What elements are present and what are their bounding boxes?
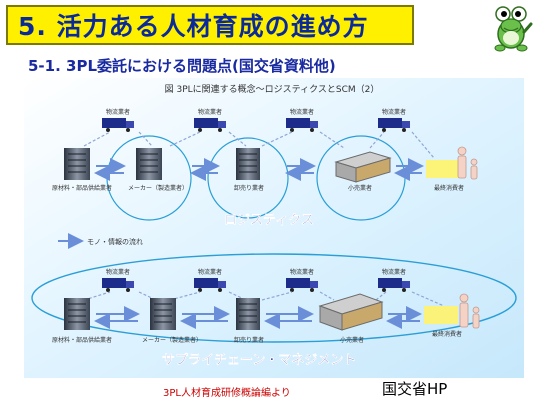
section-subtitle: 5-1. 3PL委託における問題点(国交省資料他) bbox=[28, 57, 336, 75]
wholesaler-label: 卸売り業者 bbox=[234, 336, 264, 344]
retailer-store-bottom bbox=[318, 293, 384, 331]
truck-icons-bottom bbox=[102, 278, 410, 292]
source-label: 国交省HP bbox=[382, 380, 448, 398]
supplier-label: 原材料・部品供給業者 bbox=[52, 184, 112, 192]
logistics-scm-diagram: 図 3PLに関連する概念～ロジスティクスとSCM（2） bbox=[24, 78, 524, 378]
wholesaler-label: 卸売り業者 bbox=[234, 184, 264, 192]
carrier-label: 物流業者 bbox=[290, 268, 314, 276]
wholesaler-building-bottom bbox=[236, 298, 260, 330]
consumer-glow-top bbox=[426, 160, 462, 178]
supplier-building-top bbox=[64, 148, 90, 180]
supplier-label: 原材料・部品供給業者 bbox=[52, 336, 112, 344]
consumer-glow-bottom bbox=[424, 306, 458, 324]
carrier-label: 物流業者 bbox=[382, 268, 406, 276]
maker-label: メーカー（製造業者） bbox=[128, 184, 188, 192]
carrier-label: 物流業者 bbox=[198, 268, 222, 276]
wholesaler-building-top bbox=[236, 148, 260, 180]
legend-label: モノ・情報の流れ bbox=[87, 237, 143, 246]
consumer-label: 最終消費者 bbox=[434, 184, 464, 192]
carrier-label: 物流業者 bbox=[290, 108, 314, 116]
maker-label: メーカー（製造業者） bbox=[142, 336, 202, 344]
page-title: 5. 活力ある人材育成の進め方 bbox=[18, 12, 369, 41]
truck-icons-top bbox=[102, 118, 410, 132]
legend: モノ・情報の流れ bbox=[58, 233, 143, 249]
caption: 3PL人材育成研修概論編より bbox=[163, 388, 291, 399]
carrier-label: 物流業者 bbox=[106, 268, 130, 276]
retailer-label: 小売業者 bbox=[340, 336, 364, 344]
family-icon-bottom bbox=[459, 293, 480, 329]
family-icon-top bbox=[457, 146, 478, 180]
carrier-label: 物流業者 bbox=[106, 108, 130, 116]
scm-label: サプライチェーン・マネジメント bbox=[162, 353, 356, 368]
maker-building-bottom bbox=[150, 298, 176, 330]
retailer-label: 小売業者 bbox=[348, 184, 372, 192]
title-banner: 5. 活力ある人材育成の進め方 bbox=[6, 5, 414, 45]
logistics-label: ロジスティクス bbox=[224, 213, 314, 228]
supplier-building-bottom bbox=[64, 298, 90, 330]
consumer-label: 最終消費者 bbox=[432, 330, 462, 338]
retailer-store-top bbox=[334, 151, 392, 183]
figure-title: 図 3PLに関連する概念～ロジスティクスとSCM（2） bbox=[165, 83, 380, 95]
scm-ellipse bbox=[31, 253, 517, 343]
carrier-label: 物流業者 bbox=[382, 108, 406, 116]
maker-building-top bbox=[136, 148, 162, 180]
carrier-label: 物流業者 bbox=[198, 108, 222, 116]
frog-mascot-icon bbox=[488, 4, 534, 56]
